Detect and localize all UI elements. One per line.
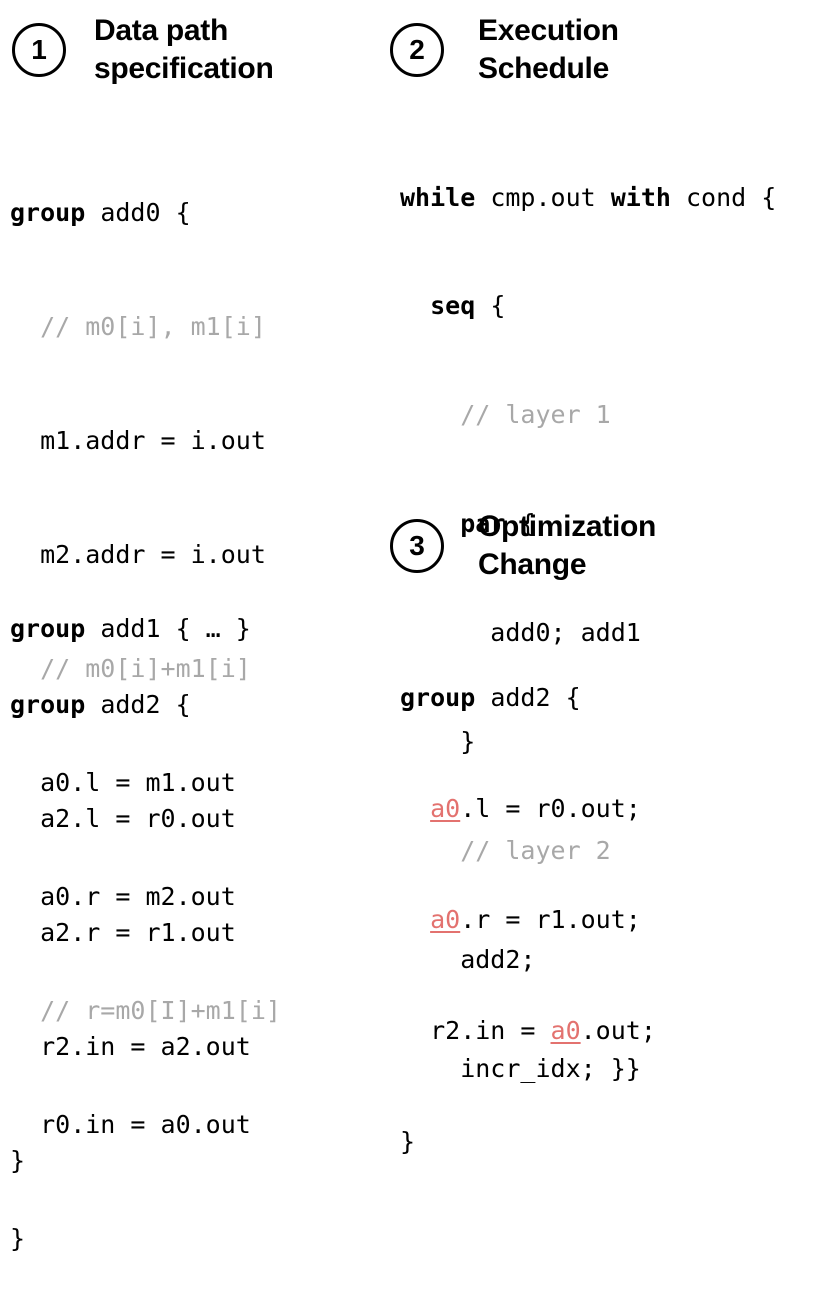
keyword-group: group [400,683,476,712]
code-text: add0 { [85,198,191,227]
section-3-badge: 3 [390,519,444,573]
group-add1-code: group add1 { … } [10,534,251,686]
code-line: while cmp.out with cond { [400,180,776,216]
code-line: m2.addr = i.out [10,540,266,569]
code-text: add2 { [475,683,581,712]
keyword-group: group [10,614,86,643]
code-text: .l = r0.out; [460,794,641,823]
section-1-title-line2: specification [94,52,274,85]
section-2-title-line2: Schedule [478,52,609,85]
code-line: add0; add1 [400,618,641,648]
keyword-with: with [610,182,671,212]
code-comment: // m0[i], m1[i] [10,312,266,341]
code-line: seq { [400,288,776,324]
section-1-title-line1: Data path [94,14,228,47]
code-indent [400,509,460,538]
code-line: group add2 { [10,686,251,724]
code-line: r2.in = a0.out; [400,1012,656,1049]
code-text: add1 { … } [85,614,251,643]
section-2-title: Execution Schedule [478,12,619,88]
code-line: } [400,1127,416,1156]
code-line: group add1 { … } [10,610,251,648]
code-line: a2.r = r1.out [10,918,236,947]
section-3-title-line2: Change [478,548,587,581]
code-line: par { [400,506,776,542]
keyword-while: while [400,182,476,212]
code-line: a0.r = r1.out; [400,901,656,938]
code-line: } [400,727,476,757]
section-1-badge: 1 [12,23,66,77]
highlighted-register: a0 [430,794,461,823]
code-line: } [10,1146,26,1175]
code-line: group add2 { [400,679,656,716]
code-text: { [505,509,536,539]
keyword-group: group [10,690,86,719]
section-1-title: Data path specification [94,12,274,88]
code-line: r2.in = a2.out [10,1032,251,1061]
code-text: r2.in = [400,1016,551,1045]
code-indent [400,291,430,320]
code-line: a2.l = r0.out [10,804,236,833]
code-text: cond { [670,182,777,212]
keyword-par: par [460,509,506,539]
code-text: .out; [580,1016,656,1045]
code-comment: // m0[i]+m1[i] [10,654,251,683]
keyword-group: group [10,198,86,227]
keyword-seq: seq [430,291,476,321]
optimization-code: group add2 { a0.l = r0.out; a0.r = r1.ou… [400,605,656,1197]
code-text: { [475,291,506,321]
code-indent [400,905,430,934]
code-text: add2 { [85,690,191,719]
code-comment: // layer 1 [400,400,611,430]
section-2-title-line1: Execution [478,14,619,47]
section-3-title-line1: Optimization [478,510,657,543]
code-text: .r = r1.out; [460,905,641,934]
code-line: m1.addr = i.out [10,426,266,455]
section-2-badge: 2 [390,23,444,77]
highlighted-register: a0 [550,1016,581,1045]
code-line: } [10,1224,26,1253]
code-line: group add0 { [10,194,281,232]
code-indent [400,794,430,823]
code-line: a0.l = m1.out [10,768,236,797]
section-3-title: Optimization Change [478,508,656,584]
code-line: a0.l = r0.out; [400,790,656,827]
group-add2-code: group add2 { a2.l = r0.out a2.r = r1.out… [10,610,251,1218]
highlighted-register: a0 [430,905,461,934]
code-text: cmp.out [475,182,611,212]
